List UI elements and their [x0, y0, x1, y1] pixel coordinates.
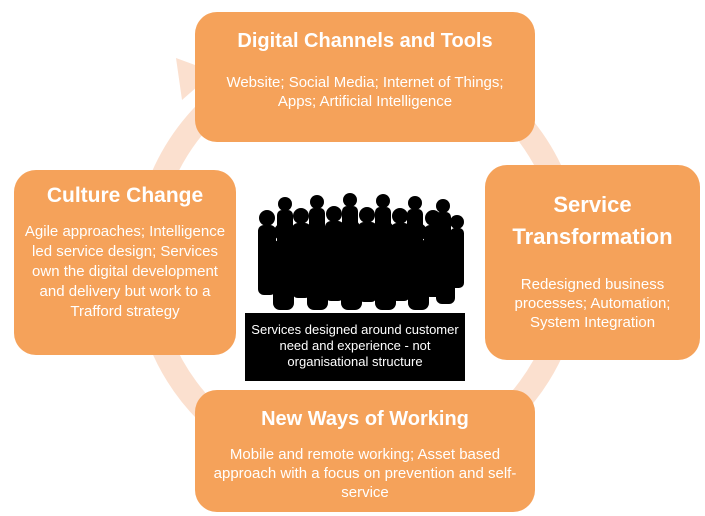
node-title: Digital Channels and Tools	[237, 30, 493, 52]
node-description: Website; Social Media; Internet of Thing…	[226, 74, 504, 110]
node-title: New Ways of Working	[261, 408, 469, 430]
node-service-transformation: Service Transformation Redesigned busine…	[485, 165, 700, 360]
node-description: Mobile and remote working; Asset based a…	[213, 446, 517, 501]
crowd-silhouette-icon	[258, 193, 464, 310]
center-caption: Services designed around customer need a…	[245, 313, 465, 381]
node-culture-change: Culture Change Agile approaches; Intelli…	[14, 170, 236, 355]
node-title: Service Transformation	[512, 192, 673, 249]
node-digital-channels: Digital Channels and Tools Website; Soci…	[195, 12, 535, 142]
node-description: Agile approaches; Intelligence led servi…	[24, 223, 226, 320]
node-description: Redesigned business processes; Automatio…	[514, 276, 671, 331]
node-title: Culture Change	[46, 184, 204, 207]
node-new-ways-of-working: New Ways of Working Mobile and remote wo…	[195, 390, 535, 512]
